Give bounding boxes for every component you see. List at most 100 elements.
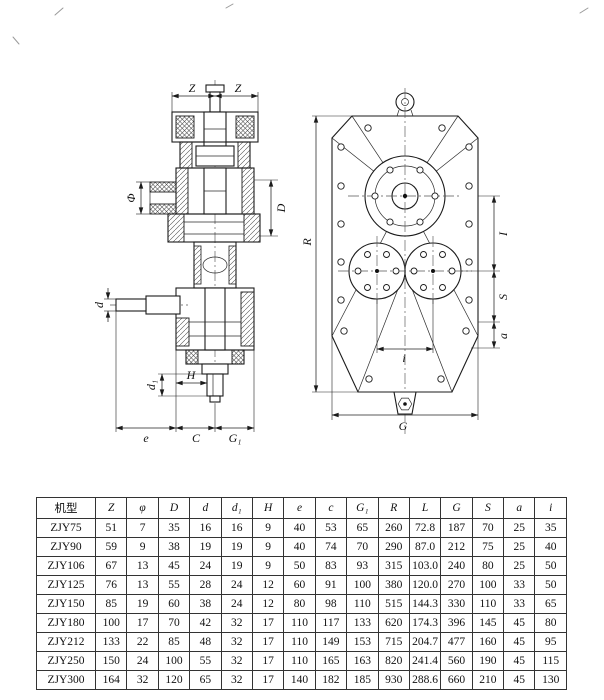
value-cell: 12 bbox=[251, 575, 285, 595]
column-header: c bbox=[314, 497, 348, 519]
column-header: e bbox=[283, 497, 316, 519]
value-cell: 45 bbox=[503, 651, 536, 671]
value-cell: 17 bbox=[251, 632, 285, 652]
value-cell: 60 bbox=[157, 594, 191, 614]
value-cell: 32 bbox=[126, 670, 159, 690]
side-shaft-hub bbox=[145, 295, 181, 315]
input-shaft bbox=[209, 91, 221, 113]
value-cell: 32 bbox=[220, 651, 253, 671]
column-header: d₁ bbox=[220, 497, 253, 519]
column-header: φ bbox=[126, 497, 159, 519]
dim-label-z-right: Z bbox=[235, 81, 242, 95]
value-cell: 117 bbox=[314, 613, 348, 633]
value-cell: 16 bbox=[220, 518, 253, 538]
perimeter-bolts bbox=[337, 124, 473, 383]
value-cell: 83 bbox=[314, 556, 348, 576]
value-cell: 164 bbox=[94, 670, 128, 690]
value-cell: 110 bbox=[346, 594, 379, 614]
value-cell: 149 bbox=[314, 632, 348, 652]
value-cell: 28 bbox=[189, 575, 222, 595]
column-header: D bbox=[157, 497, 191, 519]
dim-label-d1: d₁ bbox=[144, 380, 158, 390]
value-cell: 19 bbox=[189, 537, 222, 557]
value-cell: 24 bbox=[189, 556, 222, 576]
value-cell: 65 bbox=[534, 594, 567, 614]
column-header: i bbox=[534, 497, 567, 519]
value-cell: 930 bbox=[377, 670, 410, 690]
dim-label-a: a bbox=[496, 333, 510, 339]
value-cell: 87.0 bbox=[408, 537, 442, 557]
value-cell: 32 bbox=[220, 670, 253, 690]
column-header: H bbox=[251, 497, 285, 519]
value-cell: 13 bbox=[126, 575, 159, 595]
value-cell: 19 bbox=[220, 537, 253, 557]
scan-marks bbox=[12, 3, 589, 45]
value-cell: 163 bbox=[346, 651, 379, 671]
model-cell: ZJY106 bbox=[36, 556, 96, 576]
value-cell: 38 bbox=[189, 594, 222, 614]
value-cell: 51 bbox=[94, 518, 128, 538]
value-cell: 19 bbox=[220, 556, 253, 576]
value-cell: 120 bbox=[157, 670, 191, 690]
value-cell: 110 bbox=[283, 651, 316, 671]
value-cell: 204.7 bbox=[408, 632, 442, 652]
value-cell: 9 bbox=[251, 518, 285, 538]
value-cell: 74 bbox=[314, 537, 348, 557]
value-cell: 50 bbox=[534, 575, 567, 595]
value-cell: 80 bbox=[534, 613, 567, 633]
value-cell: 145 bbox=[471, 613, 505, 633]
value-cell: 85 bbox=[157, 632, 191, 652]
value-cell: 17 bbox=[251, 651, 285, 671]
value-cell: 153 bbox=[346, 632, 379, 652]
value-cell: 55 bbox=[189, 651, 222, 671]
column-header: G bbox=[440, 497, 473, 519]
dim-label-z-left: Z bbox=[189, 81, 196, 95]
value-cell: 45 bbox=[157, 556, 191, 576]
value-cell: 16 bbox=[189, 518, 222, 538]
value-cell: 9 bbox=[251, 556, 285, 576]
value-cell: 55 bbox=[157, 575, 191, 595]
value-cell: 240 bbox=[440, 556, 473, 576]
value-cell: 190 bbox=[471, 651, 505, 671]
value-cell: 50 bbox=[534, 556, 567, 576]
value-cell: 100 bbox=[157, 651, 191, 671]
value-cell: 185 bbox=[346, 670, 379, 690]
value-cell: 110 bbox=[283, 613, 316, 633]
value-cell: 120.0 bbox=[408, 575, 442, 595]
dim-label-i: i bbox=[402, 351, 405, 365]
value-cell: 25 bbox=[503, 537, 536, 557]
value-cell: 288.6 bbox=[408, 670, 442, 690]
hex-nut bbox=[397, 397, 413, 411]
value-cell: 144.3 bbox=[408, 594, 442, 614]
column-header: d bbox=[189, 497, 222, 519]
value-cell: 70 bbox=[471, 518, 505, 538]
value-cell: 396 bbox=[440, 613, 473, 633]
column-header: S bbox=[471, 497, 505, 519]
value-cell: 42 bbox=[189, 613, 222, 633]
bottom-shaft bbox=[206, 373, 224, 397]
value-cell: 133 bbox=[346, 613, 379, 633]
value-cell: 93 bbox=[346, 556, 379, 576]
value-cell: 25 bbox=[503, 556, 536, 576]
value-cell: 40 bbox=[534, 537, 567, 557]
flange-upper bbox=[149, 181, 177, 193]
value-cell: 45 bbox=[503, 632, 536, 652]
value-cell: 241.4 bbox=[408, 651, 442, 671]
value-cell: 80 bbox=[471, 556, 505, 576]
value-cell: 32 bbox=[220, 632, 253, 652]
column-header: 机型 bbox=[36, 497, 96, 519]
value-cell: 315 bbox=[377, 556, 410, 576]
value-cell: 9 bbox=[126, 537, 159, 557]
value-cell: 660 bbox=[440, 670, 473, 690]
value-cell: 12 bbox=[251, 594, 285, 614]
value-cell: 32 bbox=[220, 613, 253, 633]
value-cell: 22 bbox=[126, 632, 159, 652]
value-cell: 174.3 bbox=[408, 613, 442, 633]
column-header: L bbox=[408, 497, 442, 519]
